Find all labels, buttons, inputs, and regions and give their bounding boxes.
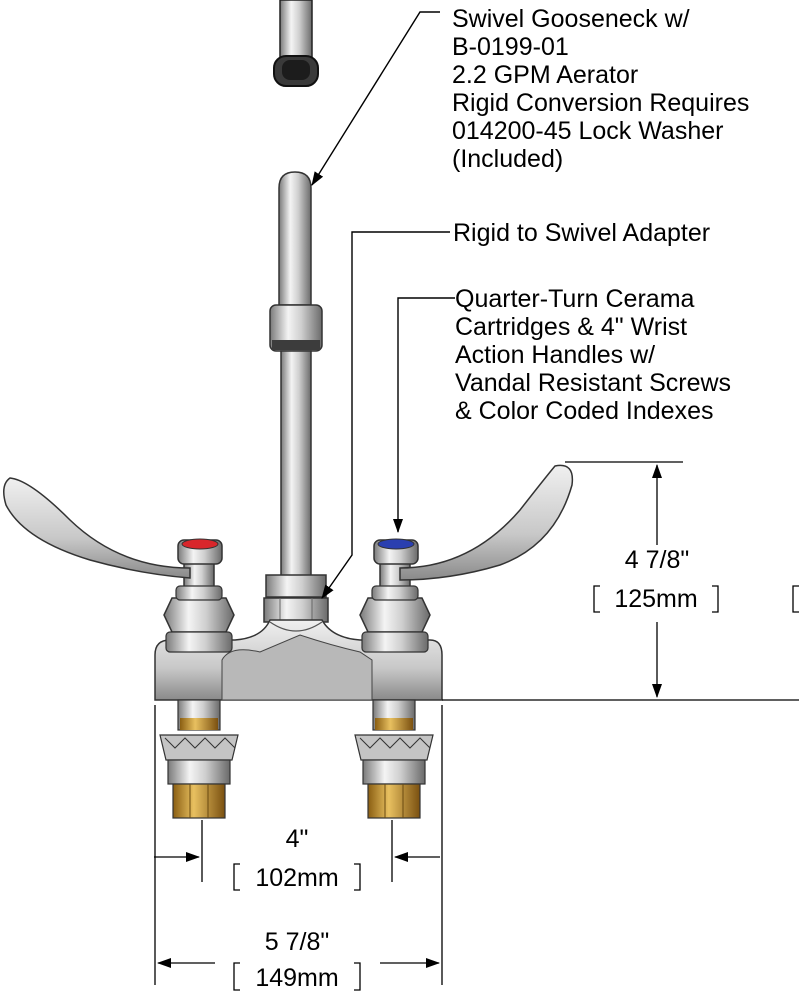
cartridges-callout-line: & Color Coded Indexes: [455, 397, 713, 425]
gooseneck-callout-line: Rigid Conversion Requires: [452, 89, 749, 117]
right-wrist-handle-illustration: [373, 464, 574, 581]
height-imperial-label: 4 7/8": [625, 546, 689, 574]
gooseneck-leader: [311, 11, 440, 186]
overall-metric-bracket-right: [354, 962, 361, 991]
adapter-leader: [321, 231, 450, 599]
callout-leaders: [311, 11, 455, 599]
height-metric-bracket-right: [712, 585, 719, 613]
swivel-adapter-illustration: [263, 574, 329, 623]
cartridges-leader: [393, 297, 455, 533]
overall-width-imperial-label: 5 7/8": [265, 928, 329, 956]
center-spacing-dimension: [154, 820, 440, 891]
gooseneck-callout-line: (Included): [452, 145, 563, 173]
adapter-callout-line: Rigid to Swivel Adapter: [453, 219, 710, 247]
gooseneck-callout: Swivel Gooseneck w/ B-0199-01 2.2 GPM Ae…: [452, 5, 756, 173]
left-valve-illustration: [163, 544, 235, 653]
center-spacing-imperial-label: 4": [286, 825, 309, 853]
partial-bracket-right-edge: [792, 585, 799, 613]
cartridges-callout: Quarter-Turn Cerama Cartridges & 4" Wris…: [455, 285, 738, 425]
cartridges-callout-line: Vandal Resistant Screws: [455, 369, 731, 397]
overall-width-metric-label: 149mm: [255, 964, 338, 992]
gooseneck-illustration: [269, 171, 323, 577]
overall-metric-bracket-left: [233, 962, 240, 991]
height-metric-bracket-left: [593, 585, 600, 613]
hot-index-button: [181, 538, 219, 550]
gooseneck-callout-line: 2.2 GPM Aerator: [452, 61, 638, 89]
height-dimension: [442, 461, 799, 701]
center-metric-bracket-right: [354, 863, 361, 891]
left-shank-illustration: [159, 699, 239, 819]
center-metric-bracket-left: [233, 863, 240, 891]
cold-index-button: [377, 538, 415, 550]
cartridges-callout-line: Quarter-Turn Cerama: [455, 285, 695, 313]
adapter-callout: Rigid to Swivel Adapter: [453, 219, 710, 247]
cartridges-callout-line: Cartridges & 4" Wrist: [455, 313, 687, 341]
left-wrist-handle-illustration: [3, 477, 223, 579]
overall-width-dimension: [154, 705, 443, 991]
right-shank-illustration: [354, 699, 434, 819]
height-metric-label: 125mm: [614, 585, 697, 613]
center-spacing-metric-label: 102mm: [255, 864, 338, 892]
aerator-illustration: [273, 0, 319, 87]
cartridges-callout-line: Action Handles w/: [455, 341, 655, 369]
gooseneck-callout-line: 014200-45 Lock Washer: [452, 117, 723, 145]
gooseneck-callout-line: Swivel Gooseneck w/: [452, 5, 690, 33]
gooseneck-callout-line: B-0199-01: [452, 33, 569, 61]
